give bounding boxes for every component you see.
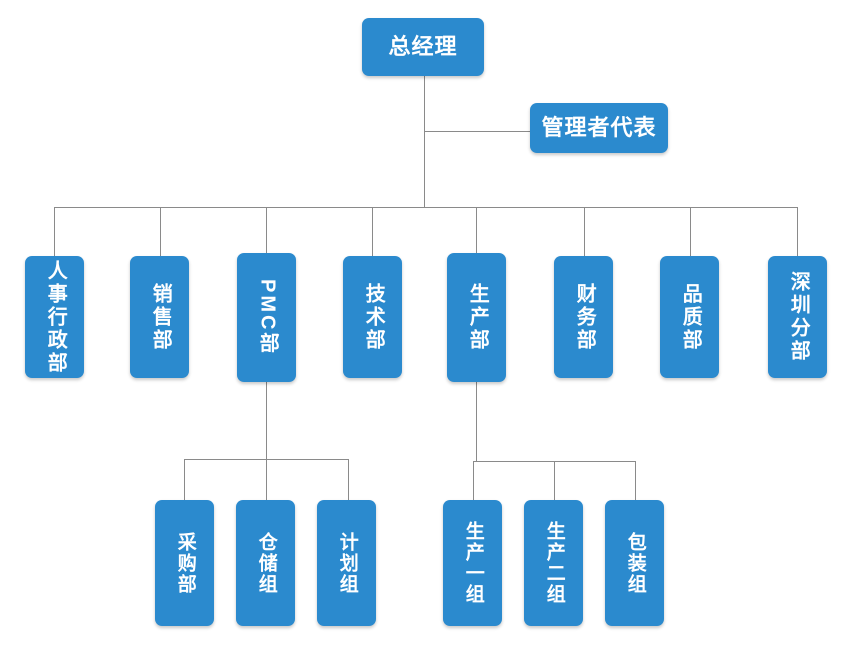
connector-drop-dept-4 [372, 207, 373, 256]
connector-drop-dept-6 [584, 207, 585, 256]
node-dept-quality[interactable]: 品质部 [660, 256, 719, 378]
connector-drop-prod-1 [473, 461, 474, 500]
connector-drop-pmc-2 [266, 459, 267, 500]
connector-drop-dept-8 [797, 207, 798, 256]
node-general-manager[interactable]: 总经理 [362, 18, 484, 76]
connector-drop-prod-2 [554, 461, 555, 500]
connector-top-trunk [424, 76, 425, 207]
node-dept-sales[interactable]: 销售部 [130, 256, 189, 378]
node-sub-purchasing[interactable]: 采购部 [155, 500, 214, 626]
connector-main-bus [54, 207, 798, 208]
node-sub-warehouse[interactable]: 仓储组 [236, 500, 295, 626]
connector-drop-dept-5 [476, 207, 477, 253]
connector-production-trunk [476, 382, 477, 461]
connector-drop-dept-3 [266, 207, 267, 253]
node-management-representative[interactable]: 管理者代表 [530, 103, 668, 153]
connector-staff-branch [424, 131, 531, 132]
connector-drop-pmc-1 [184, 459, 185, 500]
connector-drop-dept-7 [690, 207, 691, 256]
node-sub-packaging[interactable]: 包装组 [605, 500, 664, 626]
connector-drop-dept-2 [160, 207, 161, 256]
node-dept-finance[interactable]: 财务部 [554, 256, 613, 378]
node-dept-engineering[interactable]: 技术部 [343, 256, 402, 378]
connector-drop-pmc-3 [348, 459, 349, 500]
node-sub-production-team-2[interactable]: 生产二组 [524, 500, 583, 626]
node-dept-pmc[interactable]: PMC部 [237, 253, 296, 382]
connector-drop-prod-3 [635, 461, 636, 500]
connector-pmc-trunk [266, 382, 267, 459]
node-dept-production[interactable]: 生产部 [447, 253, 506, 382]
node-sub-planning[interactable]: 计划组 [317, 500, 376, 626]
node-sub-production-team-1[interactable]: 生产一组 [443, 500, 502, 626]
node-dept-shenzhen-branch[interactable]: 深圳分部 [768, 256, 827, 378]
node-dept-hr-admin[interactable]: 人事行政部 [25, 256, 84, 378]
connector-drop-dept-1 [54, 207, 55, 256]
